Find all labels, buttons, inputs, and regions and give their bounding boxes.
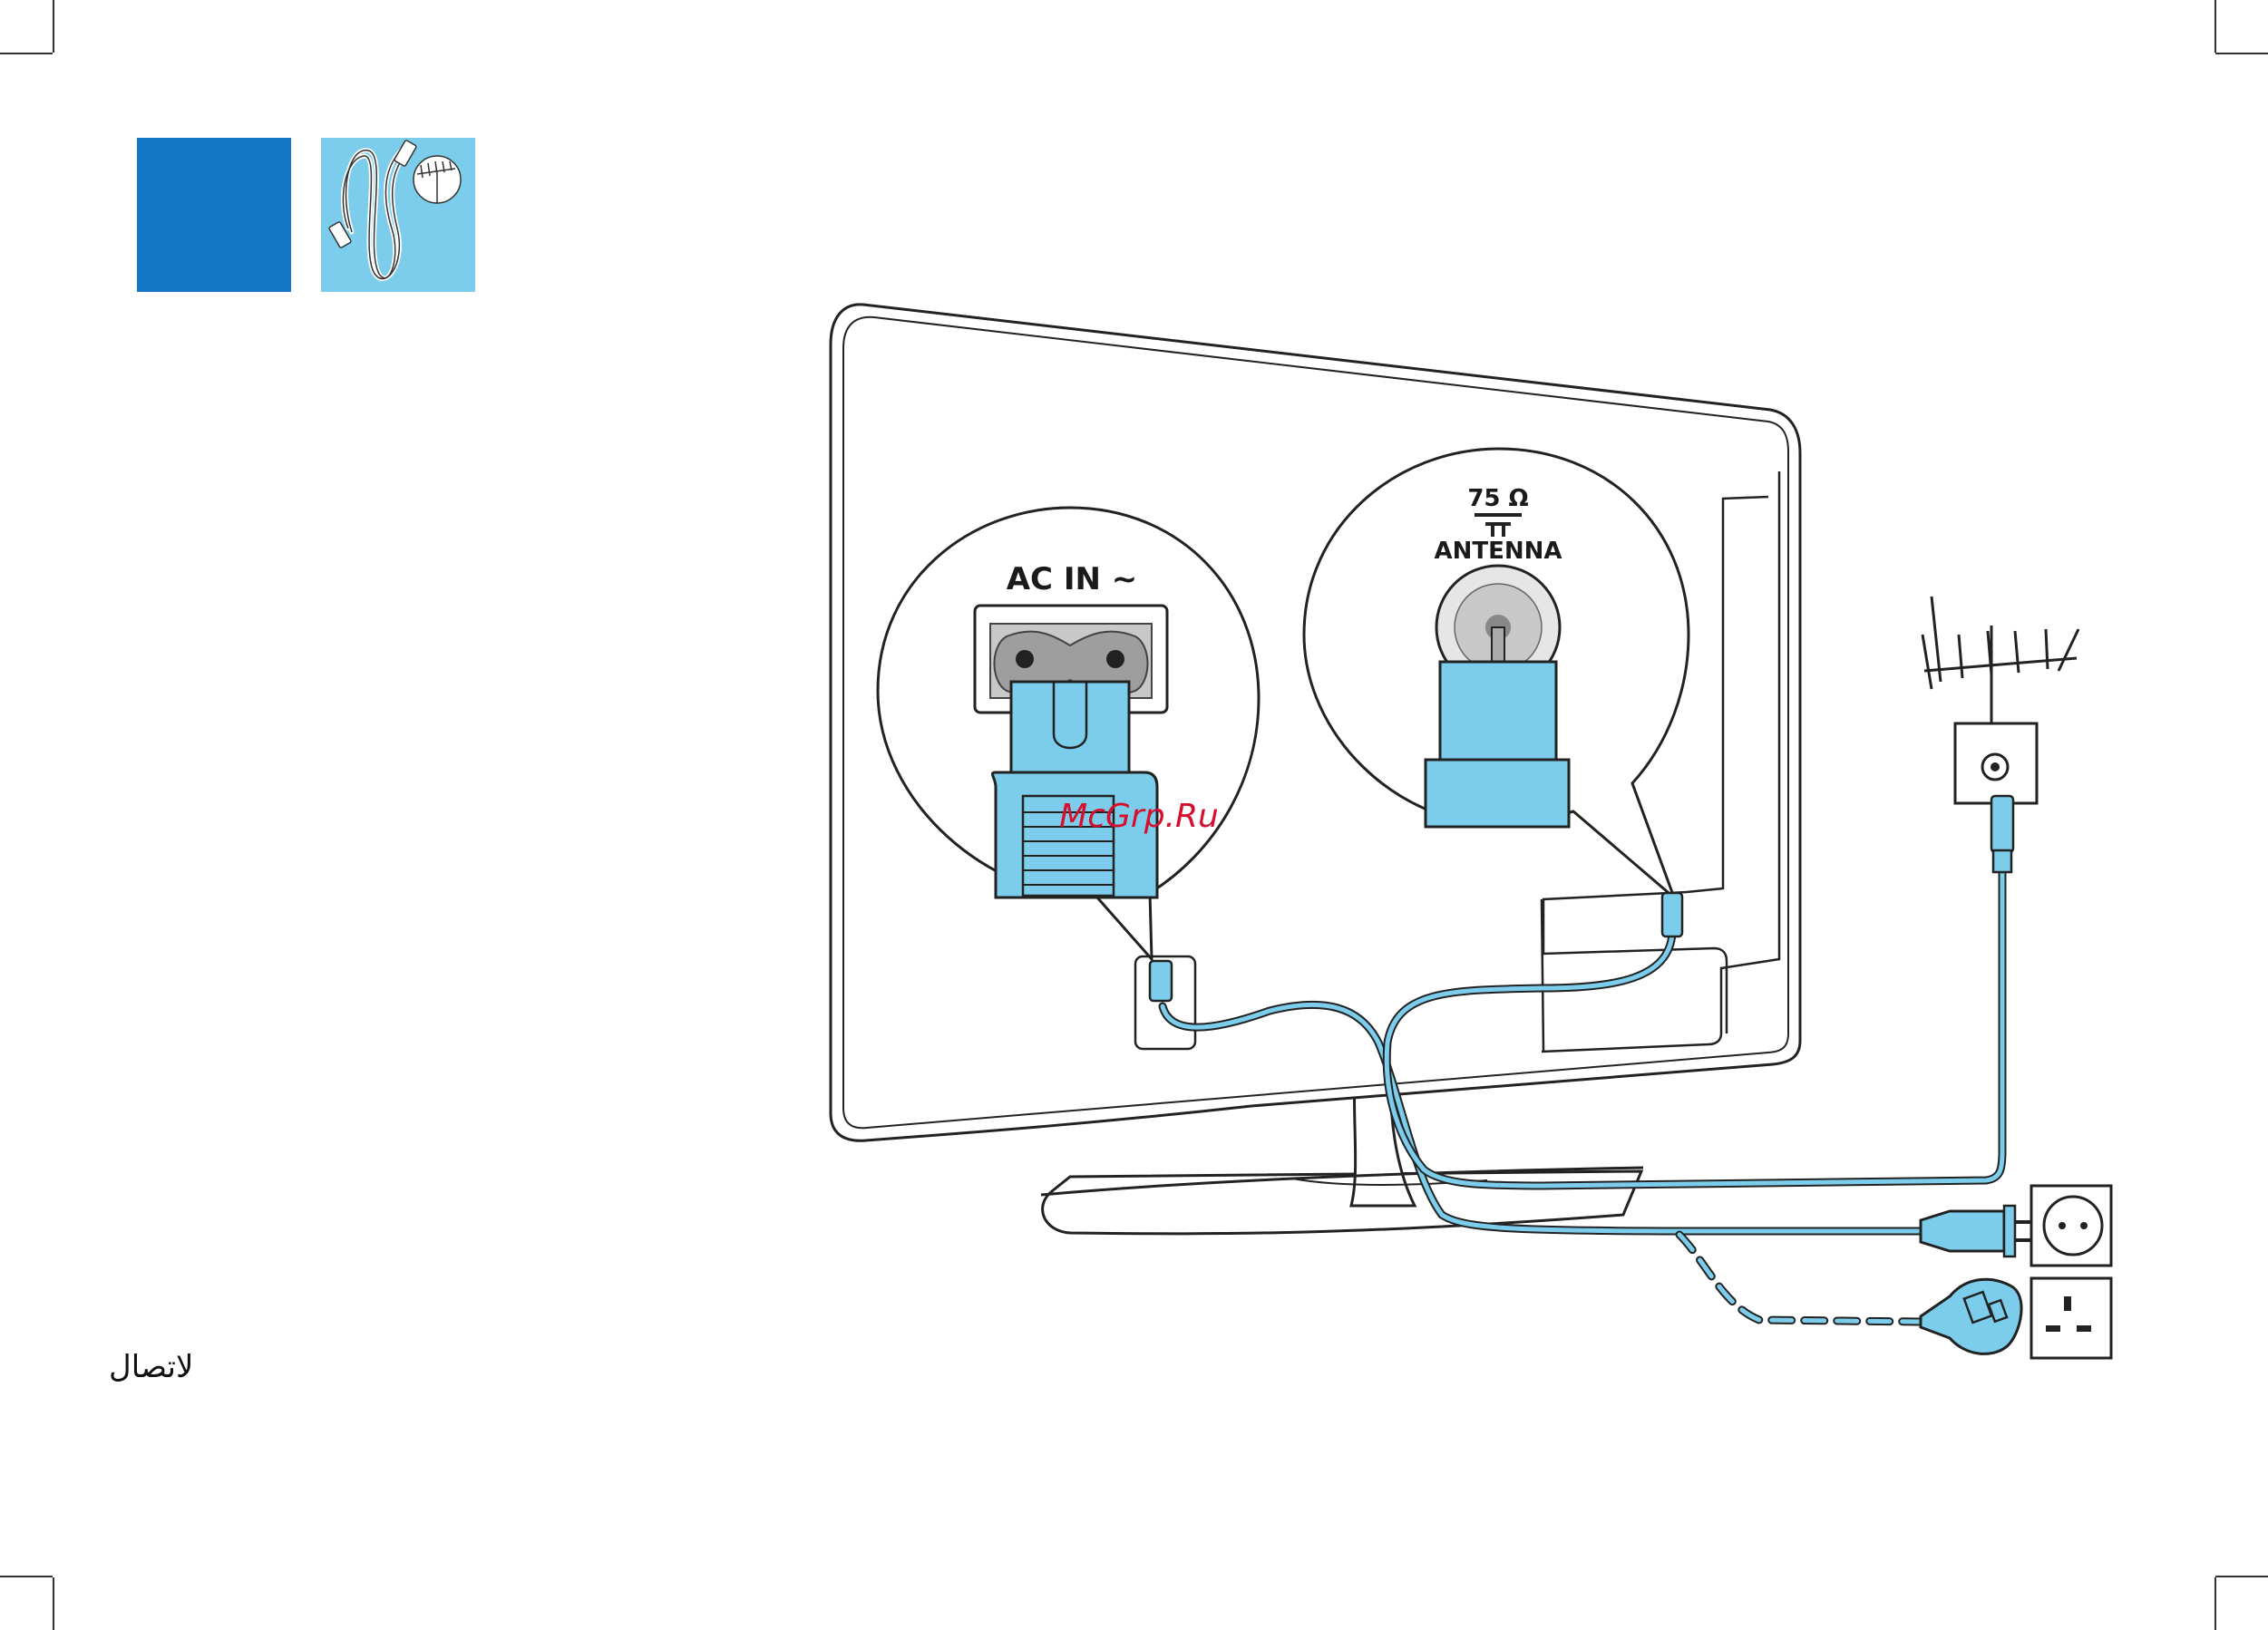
antenna-label: ANTENNA	[1434, 538, 1562, 565]
ac-in-label: AC IN ~	[1007, 561, 1138, 597]
antenna-wall-socket	[1955, 723, 2037, 872]
uk-power-socket	[1921, 1278, 2111, 1358]
outdoor-antenna	[1922, 597, 2078, 725]
eu-power-socket	[1921, 1186, 2111, 1266]
connection-heading: لاتصال	[109, 1349, 193, 1385]
watermark: McGrp.Ru	[1059, 798, 1219, 835]
ohm-label: 75 Ω	[1467, 485, 1528, 512]
